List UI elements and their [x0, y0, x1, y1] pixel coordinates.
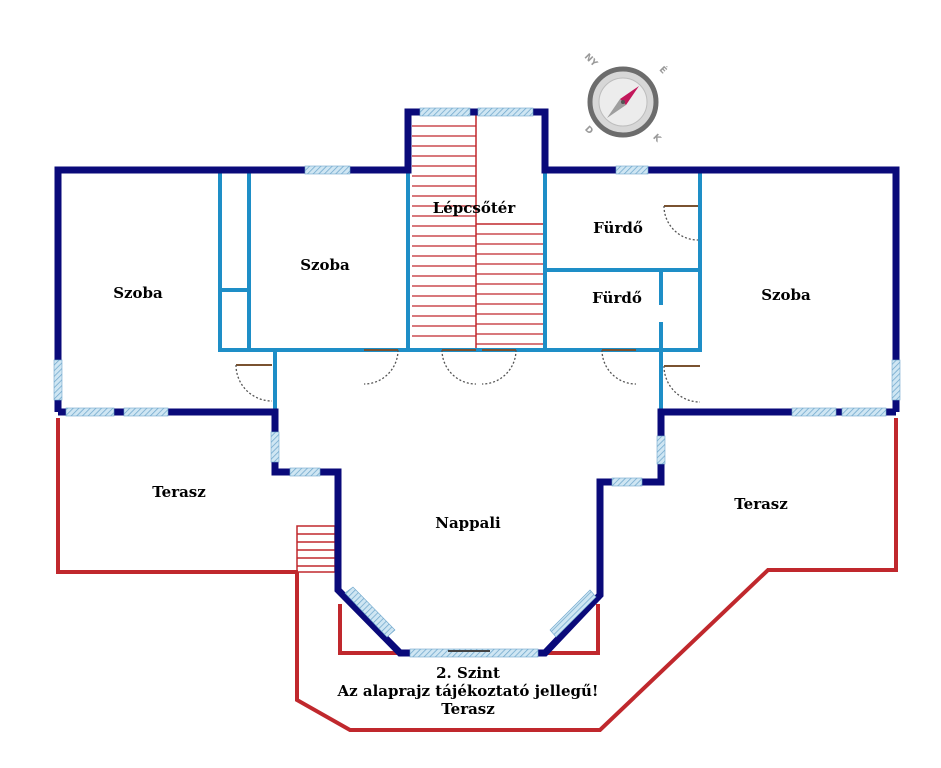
window: [611, 477, 643, 487]
window: [344, 586, 396, 638]
window: [477, 107, 534, 117]
windows: [53, 107, 901, 658]
compass-label-south: D: [582, 124, 594, 136]
window: [123, 407, 169, 417]
window: [53, 359, 63, 401]
main-stairs: [412, 115, 545, 348]
small-stair: [296, 525, 336, 573]
compass-label-east: É: [657, 63, 670, 76]
door-stair-left: [363, 349, 399, 385]
window: [615, 165, 649, 175]
room-label-furdo-upper: Fürdő: [593, 219, 643, 237]
room-label-lepcsoter: Lépcsőtér: [433, 199, 517, 217]
room-label-nappali: Nappali: [435, 514, 501, 532]
door-bath-lower: [601, 349, 637, 385]
compass-needle-north: [620, 86, 639, 105]
room-label-szoba-mid: Szoba: [300, 256, 350, 274]
compass-label-west: K: [650, 133, 663, 146]
door-room-left: [235, 364, 273, 402]
window: [65, 407, 115, 417]
window: [419, 107, 471, 117]
window: [791, 407, 837, 417]
disclaimer-text: Az alaprajz tájékoztató jellegű!: [336, 682, 598, 700]
room-label-terasz-right: Terasz: [734, 495, 788, 513]
room-label-terasz-left: Terasz: [152, 483, 206, 501]
window: [409, 648, 539, 658]
window: [270, 431, 280, 463]
compass-needle-south: [607, 99, 626, 118]
terrace-left-outline: [56, 418, 298, 574]
doors: [235, 205, 701, 652]
window: [841, 407, 887, 417]
door-double-center: [441, 349, 517, 385]
window: [549, 589, 597, 638]
room-label-szoba-left: Szoba: [113, 284, 163, 302]
room-label-furdo-lower: Fürdő: [592, 289, 642, 307]
window: [304, 165, 351, 175]
door-bath-upper: [663, 205, 699, 241]
window: [891, 359, 901, 401]
compass-icon: NY É D K: [582, 52, 670, 145]
window: [656, 435, 666, 465]
level-label: 2. Szint: [436, 664, 500, 682]
room-label-terasz-bottom: Terasz: [441, 700, 495, 718]
compass-label-north: NY: [582, 52, 599, 69]
room-label-szoba-right: Szoba: [761, 286, 811, 304]
terrace-right-outline: [295, 418, 898, 732]
door-room-right: [663, 365, 701, 403]
window: [289, 467, 321, 477]
